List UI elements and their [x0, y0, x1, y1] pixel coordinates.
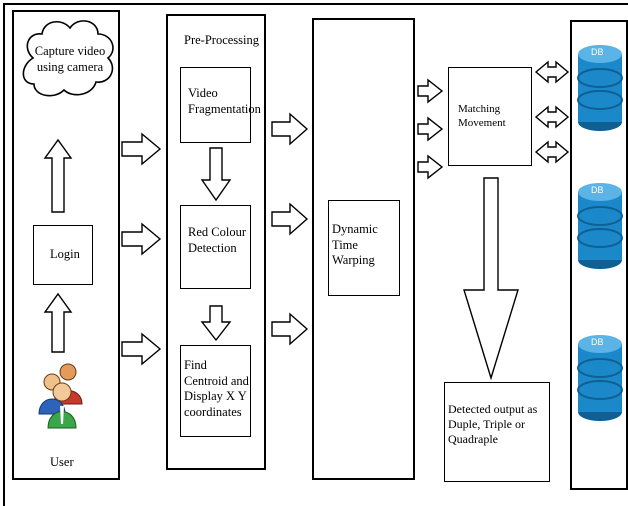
find-centroid-box: [180, 345, 251, 437]
dtw-label: Dynamic Time Warping: [332, 222, 378, 268]
double-arrow-3: [534, 140, 570, 164]
login-label: Login: [50, 247, 80, 261]
double-arrow-1: [534, 60, 570, 84]
matching-movement-box: [448, 67, 532, 166]
arrow-right-2: [121, 222, 162, 256]
dtw-box: [328, 200, 400, 296]
arrow-up-user-to-login: [43, 292, 73, 353]
arrow-right-7: [417, 78, 444, 104]
output-label: Detected output as Duple, Triple or Quad…: [448, 402, 538, 446]
preprocessing-title: Pre-Processing: [184, 33, 259, 47]
database-icon-3: [577, 335, 623, 421]
video-fragmentation-label: Video Fragmentation: [188, 86, 261, 116]
arrow-right-1: [121, 132, 162, 166]
output-box: [444, 382, 550, 482]
arrow-right-5: [271, 202, 309, 236]
users-icon: [38, 363, 83, 429]
db-label-2: DB: [591, 185, 604, 195]
arrow-right-4: [271, 112, 309, 146]
db-label-1: DB: [591, 47, 604, 57]
arrow-right-6: [271, 312, 309, 346]
database-icon-2: [577, 183, 623, 269]
arrow-right-8: [417, 116, 444, 142]
capture-cloud-label: Capture video using camera: [34, 44, 106, 74]
red-colour-detection-label: Red Colour Detection: [188, 225, 246, 255]
double-arrow-2: [534, 105, 570, 129]
arrow-up-login-to-cloud: [43, 138, 73, 213]
arrow-down-matching-to-output: [463, 177, 519, 381]
matching-movement-label: Matching Movement: [458, 103, 506, 129]
find-centroid-label: Find Centroid and Display X Y coordinate…: [184, 358, 249, 419]
red-colour-detection-box: [180, 205, 251, 289]
login-box: [33, 225, 93, 285]
database-icon-1: [577, 45, 623, 131]
arrow-down-fragmentation-to-red: [200, 147, 232, 202]
db-label-3: DB: [591, 337, 604, 347]
video-fragmentation-box: [180, 67, 251, 143]
arrow-right-3: [121, 332, 162, 366]
arrow-down-red-to-centroid: [200, 305, 232, 342]
arrow-right-9: [417, 154, 444, 180]
user-label: User: [50, 455, 74, 469]
